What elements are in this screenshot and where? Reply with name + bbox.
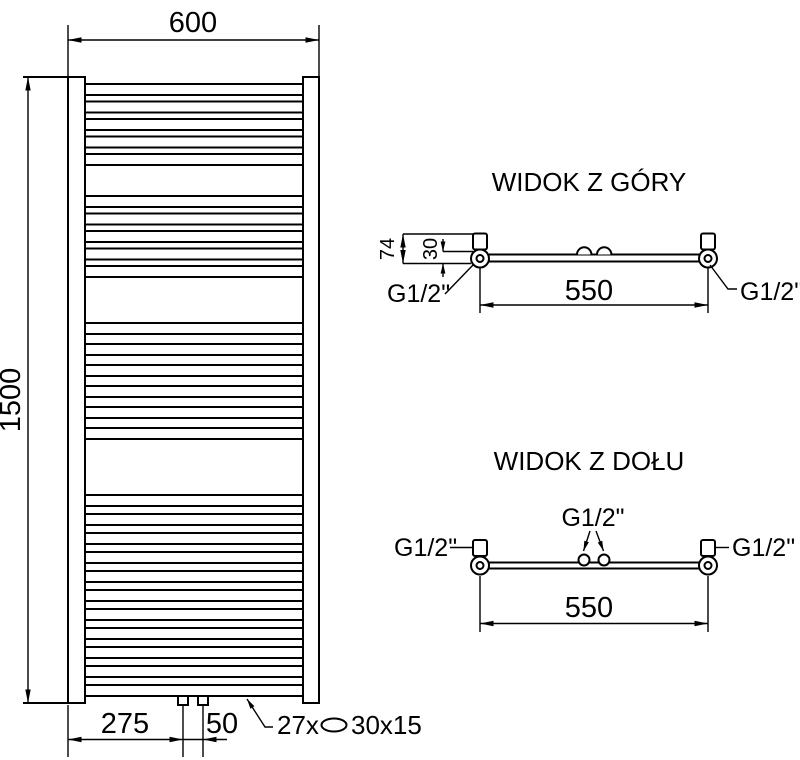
tube-profile-note: 27x 30x15 — [246, 698, 422, 740]
thread-bore — [475, 561, 485, 570]
bottom-connection-stub-left — [177, 695, 189, 706]
leader-arrow — [595, 530, 605, 552]
dim-spacing-50: 50 — [183, 708, 238, 743]
wall-bracket — [700, 232, 716, 251]
leader-line — [444, 264, 474, 295]
wall-bracket — [472, 539, 488, 557]
connection-bump-left — [576, 246, 593, 255]
dim-span-label: 550 — [565, 275, 613, 307]
thread-bore — [703, 561, 713, 570]
wall-bracket — [700, 539, 716, 557]
leader-arrow — [582, 530, 591, 552]
dim-depth-label: 74 — [377, 238, 399, 260]
right-connector — [698, 539, 718, 576]
radiator-body — [67, 76, 320, 706]
thread-label-right: G1/2" — [709, 264, 800, 306]
dim-wall-axis-30: 30 — [420, 238, 446, 277]
thread-size-label: G1/2" — [387, 280, 450, 308]
leader-line — [246, 698, 273, 728]
oval-profile-icon — [320, 717, 348, 733]
tube-size-label: 30x15 — [351, 710, 422, 740]
center-connection-right — [597, 553, 611, 567]
left-connector — [470, 232, 490, 269]
bottom-view-title: WIDOK Z DOŁU — [494, 446, 685, 476]
dim-depth-74: 74 — [377, 234, 406, 264]
thread-bore — [475, 254, 485, 263]
thread-label-left: G1/2" — [387, 264, 474, 308]
dim-height-1500: 1500 — [0, 76, 68, 704]
thread-size-label: G1/2" — [561, 504, 624, 532]
radiator-tubes — [85, 83, 303, 697]
dim-width-label: 600 — [169, 7, 217, 39]
dim-height-label: 1500 — [0, 368, 27, 433]
thread-size-label: G1/2" — [732, 534, 795, 562]
right-connector — [698, 232, 718, 269]
dim-spacing-label: 50 — [206, 708, 238, 740]
dim-span-label: 550 — [565, 592, 613, 624]
top-view-title: WIDOK Z GÓRY — [492, 167, 687, 197]
left-connector — [470, 539, 490, 576]
bottom-view: WIDOK Z DOŁU G1/2" G1/2" — [394, 446, 795, 632]
thread-size-label: G1/2" — [394, 534, 457, 562]
dim-span-550-top: 550 — [479, 268, 709, 313]
tube-count-label: 27x — [277, 710, 319, 740]
wall-bracket — [472, 232, 488, 251]
dim-offset-label: 275 — [101, 708, 149, 740]
thread-size-label: G1/2" — [740, 278, 800, 306]
dim-width-600: 600 — [67, 7, 320, 77]
thread-bore — [703, 254, 713, 263]
dim-wall-axis-label: 30 — [420, 238, 442, 260]
thread-label-left: G1/2" — [394, 534, 472, 562]
radiator-left-post — [67, 76, 86, 704]
connection-bump-right — [596, 246, 613, 255]
radiator-right-post — [302, 76, 320, 704]
bottom-connection-stub-right — [197, 695, 209, 706]
top-view: WIDOK Z GÓRY 74 30 — [377, 167, 800, 313]
thread-label-right: G1/2" — [716, 534, 795, 562]
dim-span-550-bottom: 550 — [479, 576, 709, 632]
center-connection-left — [577, 553, 591, 567]
front-view: 600 1500 275 50 27x 30x15 — [0, 7, 422, 757]
leader-line — [709, 264, 737, 290]
thread-label-center: G1/2" — [561, 504, 625, 552]
dim-offset-275: 275 — [67, 705, 204, 757]
